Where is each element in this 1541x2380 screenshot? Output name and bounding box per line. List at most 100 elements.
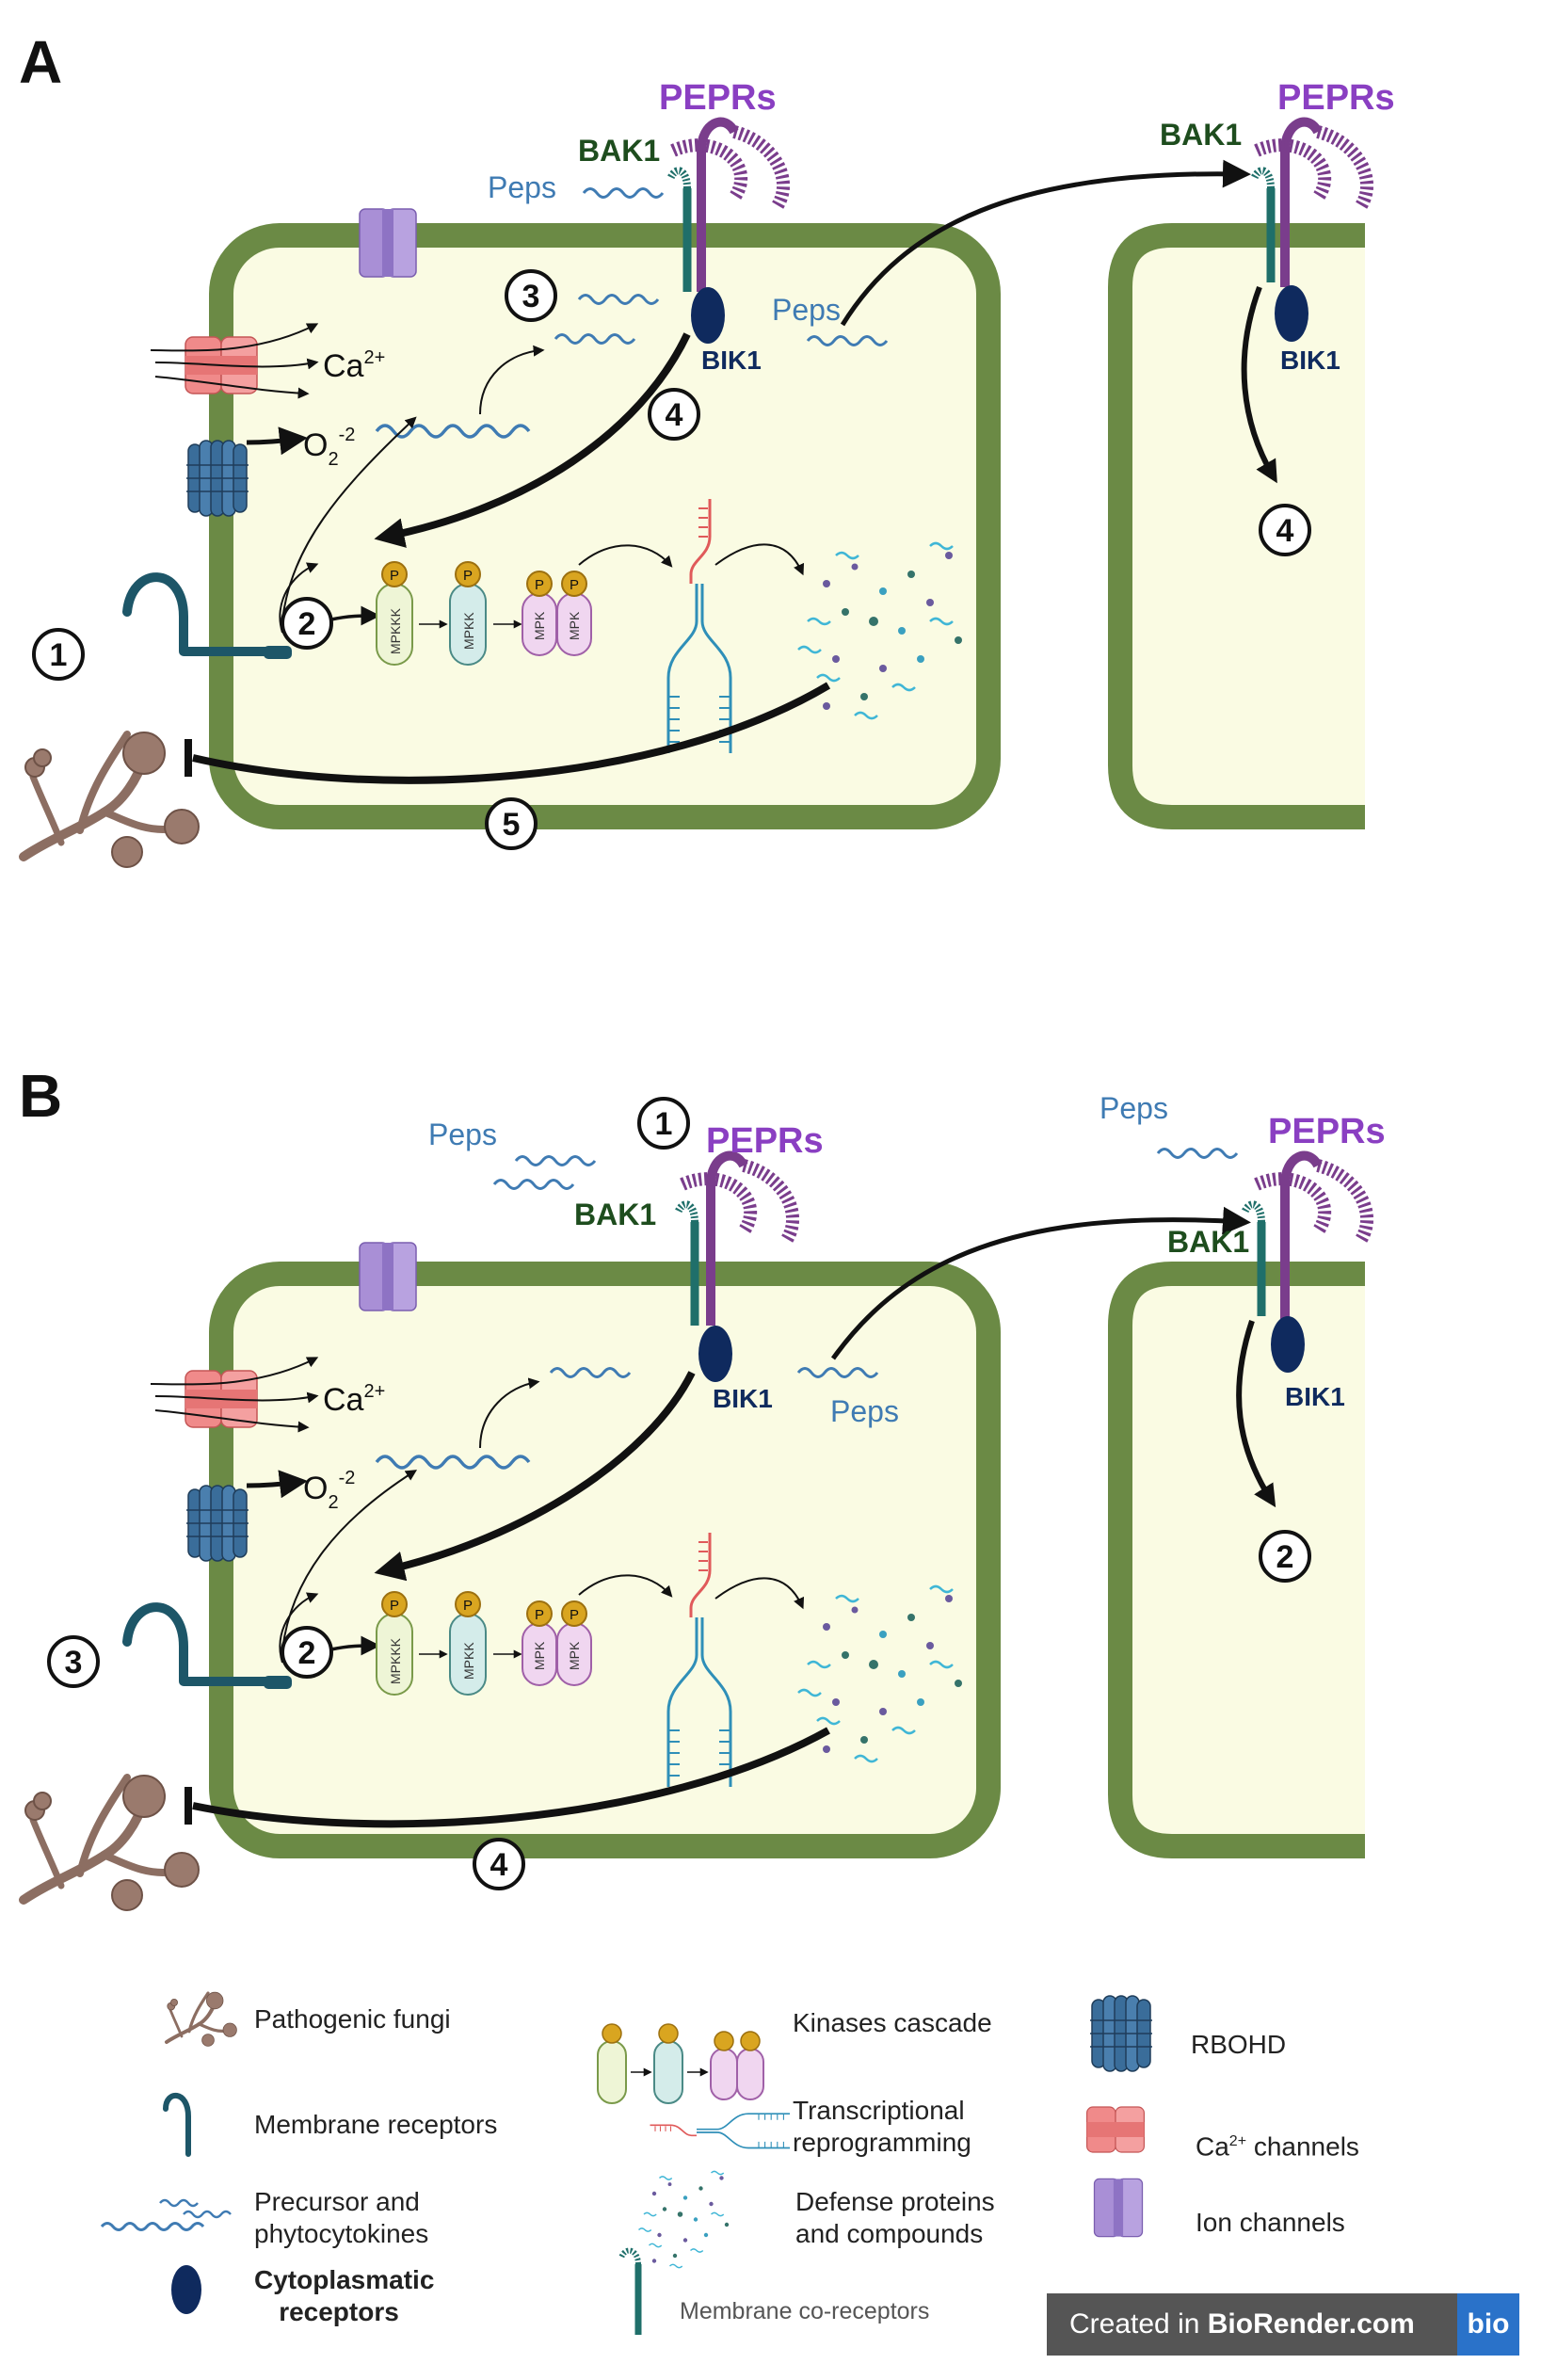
svg-text:2: 2 — [298, 606, 316, 642]
svg-text:P: P — [390, 568, 399, 584]
neighbor-cell — [1108, 223, 1365, 829]
legend-ca-channels: Ca2+ channels — [1196, 2131, 1359, 2162]
svg-text:4: 4 — [490, 1847, 508, 1883]
legend-ion-channels: Ion channels — [1196, 2208, 1345, 2237]
svg-text:MPKKK: MPKKK — [388, 1637, 403, 1684]
feedback-arrow — [374, 332, 691, 548]
ca-label: Ca2+ — [323, 1381, 385, 1418]
inhibition-arrow — [192, 682, 831, 784]
peprs-label: PEPRs — [706, 1121, 824, 1161]
bak1-label: BAK1 — [574, 1198, 656, 1231]
step-1: 1 — [32, 628, 85, 681]
legend-rbohd: RBOHD — [1191, 2030, 1287, 2059]
ion-channel-icon — [359, 1242, 417, 1311]
svg-text:4: 4 — [666, 397, 683, 433]
svg-text:4: 4 — [1276, 513, 1294, 549]
svg-text:P: P — [535, 577, 544, 593]
svg-text:3: 3 — [522, 279, 540, 314]
fungus-icon — [24, 732, 199, 867]
step-5: 5 — [485, 797, 538, 850]
bak1-right-label: BAK1 — [1167, 1225, 1249, 1259]
step-4: 4 — [473, 1838, 525, 1890]
pepr-receptor — [674, 1150, 800, 1382]
step-4: 4 — [648, 388, 700, 441]
ca-channel-icon — [1085, 2106, 1146, 2153]
ion-channel-icon — [1093, 2178, 1144, 2238]
biorender-logo-icon: bio — [1457, 2293, 1519, 2356]
credit-text: Created in BioRender.com — [1069, 2308, 1415, 2340]
peps-outside-wave — [582, 187, 665, 199]
peprs-right-label: PEPRs — [1277, 78, 1395, 118]
step-2: 2 — [281, 1626, 333, 1679]
ca-label: Ca2+ — [323, 347, 385, 384]
peps-inside-label: Peps — [830, 1394, 899, 1428]
step-2-right: 2 — [1259, 1530, 1311, 1583]
pepr-receptor-neighbor — [1241, 1150, 1374, 1373]
peprs-right-label: PEPRs — [1268, 1112, 1386, 1151]
svg-text:5: 5 — [503, 807, 521, 843]
fungus-icon — [167, 1992, 236, 2046]
step-3: 3 — [47, 1635, 100, 1688]
svg-text:MPK: MPK — [567, 1641, 582, 1670]
pepr-receptor — [666, 117, 791, 344]
neighbor-cell — [1108, 1262, 1365, 1858]
defense-icon — [637, 2170, 730, 2269]
fungus-icon — [24, 1776, 199, 1910]
svg-text:MPKKK: MPKKK — [388, 607, 403, 654]
kinase-cascade: P MPKKK P MPKK P P MPK MPK — [376, 561, 592, 666]
coreceptor-icon — [618, 2247, 642, 2335]
kinases-icon — [597, 2023, 764, 2104]
ion-channel-icon — [359, 208, 417, 278]
step-1: 1 — [637, 1097, 690, 1150]
dna-icon — [649, 2113, 791, 2149]
rbohd-icon — [1089, 1995, 1153, 2072]
svg-text:MPK: MPK — [532, 1641, 547, 1670]
svg-text:MPK: MPK — [567, 611, 582, 640]
svg-text:P: P — [463, 568, 473, 584]
legend-membrane-receptors: Membrane receptors — [254, 2110, 498, 2139]
receptor-icon — [163, 2092, 191, 2157]
svg-text:P: P — [570, 577, 579, 593]
kinase-cascade: P MPKKK P MPKK P P MPK MPK — [376, 1591, 592, 1696]
pepr-receptor-neighbor — [1250, 117, 1374, 342]
peps-inside-label: Peps — [772, 293, 841, 327]
step-2: 2 — [281, 597, 333, 650]
bik1-label: BIK1 — [713, 1384, 773, 1413]
peprs-label: PEPRs — [659, 78, 777, 118]
feedback-arrow — [374, 1371, 696, 1582]
svg-text:P: P — [570, 1607, 579, 1623]
precursor-icon — [100, 2198, 232, 2231]
cytoplasmic-receptor-icon — [171, 2265, 201, 2314]
rbohd-icon — [185, 440, 249, 517]
legend-icons — [100, 1992, 1153, 2335]
svg-text:MPKK: MPKK — [461, 1642, 476, 1680]
svg-text:P: P — [390, 1598, 399, 1614]
legend-pathogenic-fungi: Pathogenic fungi — [254, 2004, 451, 2034]
peps-outside-label: Peps — [428, 1118, 497, 1151]
peps-outside-wave — [492, 1179, 575, 1190]
o2-label: O2-2 — [303, 425, 355, 470]
bik1-right-label: BIK1 — [1280, 346, 1340, 375]
inhibition-arrow — [192, 1727, 830, 1828]
o2-label: O2-2 — [303, 1468, 355, 1513]
svg-text:MPK: MPK — [532, 611, 547, 640]
biorender-credit[interactable]: Created in BioRender.com bio — [1047, 2293, 1519, 2356]
svg-text:1: 1 — [655, 1106, 673, 1142]
svg-text:2: 2 — [298, 1635, 316, 1671]
bak1-label: BAK1 — [578, 134, 660, 168]
svg-text:MPKK: MPKK — [461, 612, 476, 650]
peps-outside-wave — [514, 1155, 597, 1166]
legend-kinases: Kinases cascade — [793, 2008, 992, 2037]
peps-outside-label: Peps — [488, 170, 556, 204]
rbohd-icon — [185, 1485, 249, 1562]
svg-text:1: 1 — [50, 637, 68, 673]
panel-b: B Ca2+ O2-2 1 2 3 4 2 P MPKKK — [19, 1062, 1386, 1910]
bik1-label: BIK1 — [701, 346, 762, 375]
bik1-right-label: BIK1 — [1285, 1382, 1345, 1411]
legend-coreceptors: Membrane co-receptors — [680, 2298, 930, 2324]
panel-a: A Ca2+ O2-2 3 4 2 1 5 4 — [19, 28, 1395, 867]
peps-right-wave — [1156, 1148, 1239, 1159]
